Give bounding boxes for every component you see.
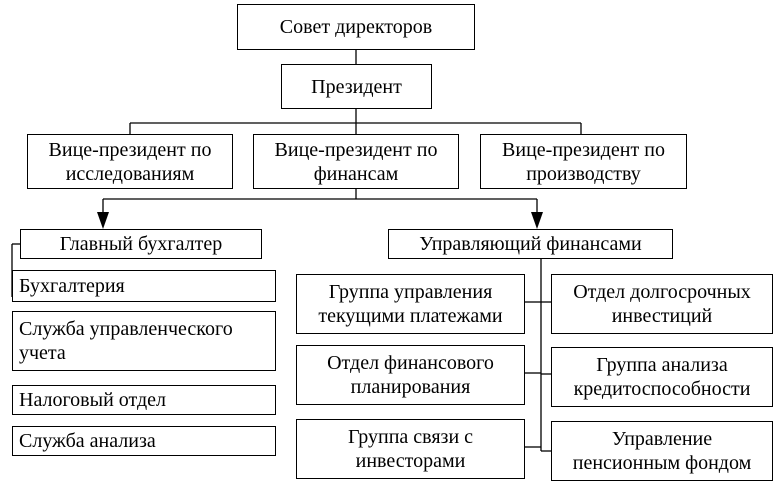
management-accounting-box: Служба управленческого учета	[12, 311, 276, 371]
vp-production-box: Вице-президент по производству	[480, 134, 687, 189]
financial-planning-box: Отдел финансового планирования	[296, 345, 525, 405]
finance-manager-box: Управляющий финансами	[388, 229, 673, 259]
vp-research-box: Вице-президент по исследованиям	[27, 134, 233, 189]
pension-fund-box: Управление пенсионным фондом	[551, 421, 773, 481]
current-payments-group-box: Группа управления текущими платежами	[296, 274, 525, 334]
tax-department-box: Налоговый отдел	[12, 385, 276, 415]
president-box: Президент	[281, 64, 432, 109]
arrowhead-finance-manager	[531, 212, 543, 229]
connector-arrows	[97, 212, 543, 229]
arrowhead-chief-accountant	[97, 212, 109, 229]
accounting-box: Бухгалтерия	[12, 270, 276, 302]
vp-finance-box: Вице-президент по финансам	[253, 134, 459, 189]
credit-analysis-box: Группа анализа кредитоспособности	[551, 347, 773, 407]
chief-accountant-box: Главный бухгалтер	[20, 229, 262, 259]
analysis-service-box: Служба анализа	[12, 426, 276, 456]
investor-relations-box: Группа связи с инвесторами	[296, 419, 525, 479]
long-term-investments-box: Отдел долгосрочных инвестиций	[551, 274, 773, 334]
board-of-directors-box: Совет директоров	[237, 4, 475, 50]
